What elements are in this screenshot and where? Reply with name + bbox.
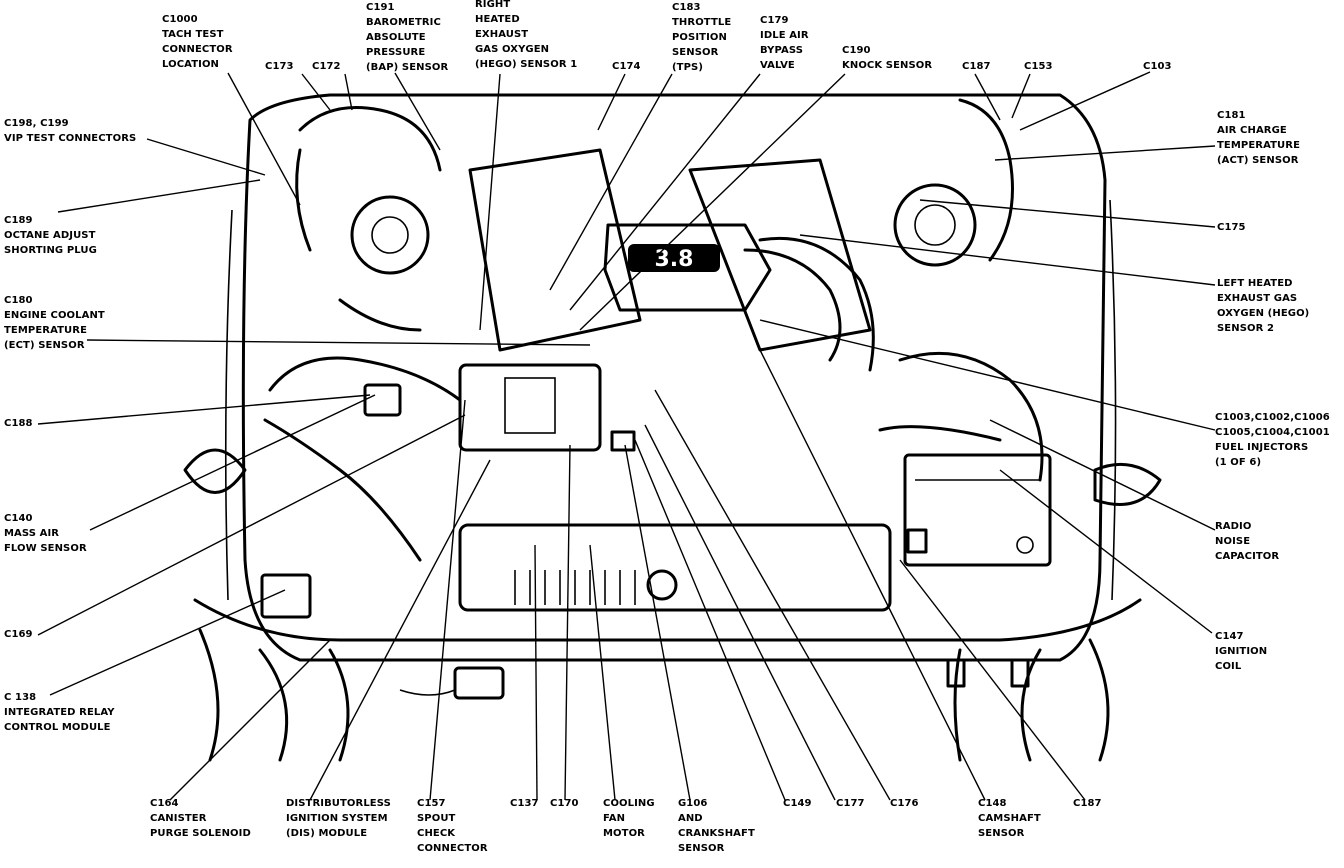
label-c188: C188 xyxy=(4,418,33,429)
label-c169: C169 xyxy=(4,629,33,640)
label-c172: C172 xyxy=(312,61,341,72)
engine-badge: 3.8 xyxy=(655,247,694,272)
label-c187-top: C187 xyxy=(962,61,991,72)
engine-compartment-drawing: 3.8 xyxy=(183,93,1162,762)
label-c103: C103 xyxy=(1143,61,1172,72)
label-c187-bottom: C187 xyxy=(1073,798,1102,809)
label-c174: C174 xyxy=(612,61,641,72)
label-c176: C176 xyxy=(890,798,919,809)
label-c170: C170 xyxy=(550,798,579,809)
label-c173: C173 xyxy=(265,61,294,72)
label-c175: C175 xyxy=(1217,222,1246,233)
label-c177: C177 xyxy=(836,798,865,809)
leader-lines xyxy=(37,71,1216,801)
label-c137: C137 xyxy=(510,798,539,809)
engine-badge-plate xyxy=(628,244,720,272)
label-c153: C153 xyxy=(1024,61,1053,72)
label-c149: C149 xyxy=(783,798,812,809)
